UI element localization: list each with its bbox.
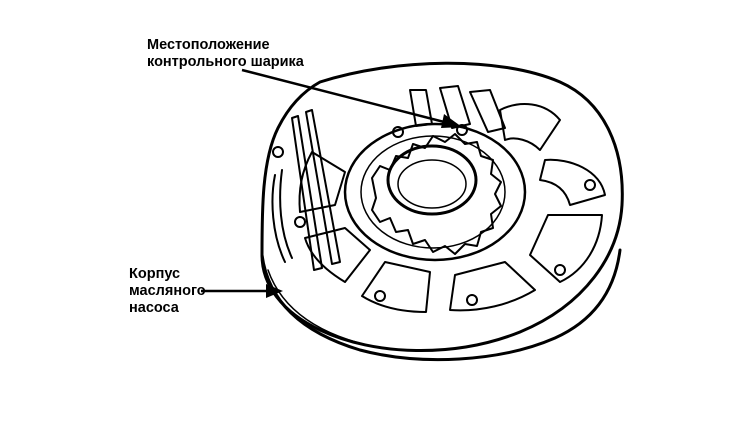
shaft-bore	[386, 144, 478, 216]
leader-lines	[201, 68, 462, 298]
radial-ribs	[298, 85, 606, 313]
left-slots	[271, 109, 341, 271]
shaft-bore-inner	[397, 159, 467, 209]
pump-plate-outline	[260, 61, 624, 353]
pump-body-arrowhead	[266, 284, 283, 298]
ball-location-label: Местоположение контрольного шарика	[147, 37, 304, 71]
pump-plate-edge	[260, 248, 622, 362]
pump-body-label-line3: насоса	[129, 300, 179, 316]
pump-body-label-line1: Корпус	[129, 266, 181, 282]
pump-body-label: Корпус масляного насоса	[129, 266, 206, 317]
hub-outer	[343, 122, 527, 262]
pump-body-label-line2: масляного	[129, 283, 206, 299]
ball-location-arrowhead	[441, 114, 462, 128]
ball-location-leader	[241, 68, 453, 126]
bolt-holes	[272, 124, 596, 306]
pump-plate-edge-inner	[267, 269, 381, 349]
ball-location-label-line1: Местоположение	[147, 37, 270, 53]
ball-location-label-line2: контрольного шарика	[147, 54, 304, 70]
